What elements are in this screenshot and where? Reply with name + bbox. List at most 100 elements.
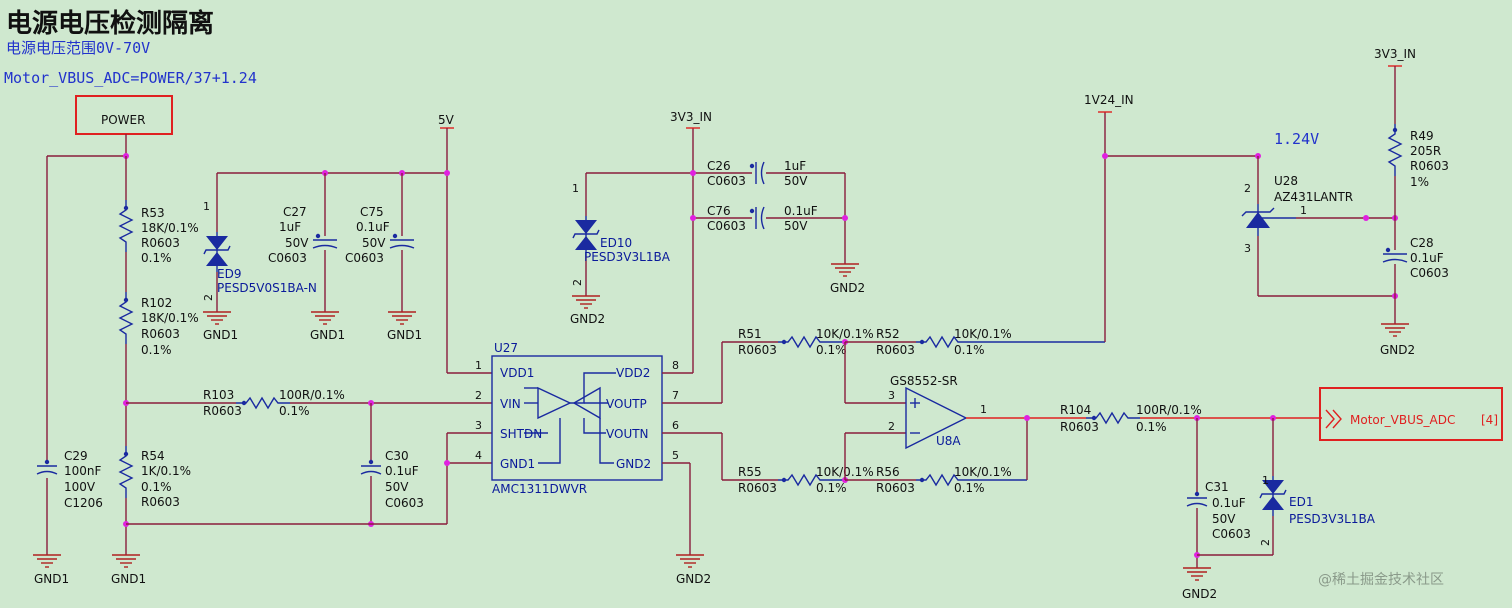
capacitor-c27[interactable]	[312, 233, 338, 249]
net-3v3-left: 3V3_IN	[670, 110, 712, 124]
ed1-pin1: 1	[1262, 474, 1269, 487]
ed10-ref: ED10	[600, 236, 632, 250]
r53-tolerance: 0.1%	[141, 251, 172, 265]
c26-value: 1uF	[784, 159, 806, 173]
u27-pin-voutn: VOUTN	[606, 427, 649, 441]
c75-package: C0603	[345, 251, 384, 265]
r104-value: 100R/0.1%	[1136, 403, 1202, 417]
resistor-r51[interactable]	[778, 335, 845, 349]
gnd2-label: GND2	[676, 572, 711, 586]
gnd1-label: GND1	[387, 328, 422, 342]
resistor-r56[interactable]	[916, 473, 1027, 487]
capacitor-c30[interactable]	[360, 459, 382, 475]
r102-ref: R102	[141, 296, 172, 310]
c27-value: 1uF	[279, 220, 301, 234]
port-sheet-ref: [4]	[1481, 413, 1498, 427]
r52-value: 10K/0.1%	[954, 327, 1012, 341]
u27-pinnum-7: 7	[672, 389, 679, 402]
junction	[1363, 215, 1369, 221]
r54-package: R0603	[141, 495, 180, 509]
tvs-diode-ed9[interactable]	[203, 232, 231, 272]
r55-ref: R55	[738, 465, 762, 479]
resistor-r52[interactable]	[916, 335, 1105, 349]
watermark-text: @稀土掘金技术社区	[1318, 572, 1444, 588]
c29-package: C1206	[64, 496, 103, 510]
output-port-motor-vbus-adc[interactable]	[1319, 387, 1503, 441]
c30-ref: C30	[385, 449, 409, 463]
gnd2-label: GND2	[1380, 343, 1415, 357]
u27-pin-vdd1: VDD1	[500, 366, 534, 380]
gnd2-label: GND2	[570, 312, 605, 326]
u8a-ref: U8A	[936, 434, 961, 448]
resistor-r54[interactable]	[118, 446, 134, 498]
c28-value: 0.1uF	[1410, 251, 1444, 265]
ground-symbol	[111, 554, 141, 568]
c27-voltage: 50V	[285, 236, 309, 250]
shunt-regulator-u28[interactable]	[1241, 204, 1296, 236]
c28-ref: C28	[1410, 236, 1434, 250]
ed9-part: PESD5V0S1BA-N	[217, 281, 317, 295]
resistor-r102[interactable]	[118, 292, 134, 344]
c29-value: 100nF	[64, 464, 102, 478]
tvs-diode-ed10[interactable]	[572, 216, 600, 256]
r53-ref: R53	[141, 206, 165, 220]
r54-ref: R54	[141, 449, 165, 463]
resistor-r53[interactable]	[118, 200, 134, 252]
c28-package: C0603	[1410, 266, 1449, 280]
note-adc-formula: Motor_VBUS_ADC=POWER/37+1.24	[4, 69, 257, 87]
capacitor-c26[interactable]	[749, 161, 765, 185]
c26-ref: C26	[707, 159, 731, 173]
r102-package: R0603	[141, 327, 180, 341]
u27-pin-gnd1: GND1	[500, 457, 535, 471]
u27-pin-voutp: VOUTP	[606, 397, 647, 411]
gnd2-label: GND2	[830, 281, 865, 295]
opamp-u8a[interactable]	[905, 386, 968, 450]
net-motor-vbus-adc: Motor_VBUS_ADC	[1350, 413, 1455, 427]
capacitor-c29[interactable]	[36, 459, 58, 475]
junction	[1102, 153, 1108, 159]
c31-voltage: 50V	[1212, 512, 1236, 526]
power-label-box	[75, 95, 173, 135]
ground-symbol	[1182, 567, 1212, 581]
u8a-pin1: 1	[980, 403, 987, 416]
c29-ref: C29	[64, 449, 88, 463]
capacitor-c31[interactable]	[1186, 491, 1208, 507]
capacitor-c28[interactable]	[1382, 247, 1408, 263]
ed10-part: PESD3V3L1BA	[584, 250, 671, 264]
u28-ref: U28	[1274, 174, 1298, 188]
page-title: 电源电压检测隔离	[6, 8, 214, 39]
capacitor-c76[interactable]	[749, 206, 765, 230]
capacitor-c75[interactable]	[389, 233, 415, 249]
c76-voltage: 50V	[784, 219, 808, 233]
r56-package: R0603	[876, 481, 915, 495]
u28-pin2: 2	[1244, 182, 1251, 195]
ic-u27[interactable]	[491, 355, 663, 481]
r104-ref: R104	[1060, 403, 1091, 417]
r102-tolerance: 0.1%	[141, 343, 172, 357]
junction	[444, 460, 450, 466]
tvs-diode-ed1[interactable]	[1259, 476, 1287, 516]
c27-package: C0603	[268, 251, 307, 265]
c75-ref: C75	[360, 205, 384, 219]
resistor-r49[interactable]	[1387, 124, 1403, 176]
r53-package: R0603	[141, 236, 180, 250]
u27-pinnum-8: 8	[672, 359, 679, 372]
u27-pinnum-5: 5	[672, 449, 679, 462]
junction	[690, 215, 696, 221]
ed10-pin1: 1	[572, 182, 579, 195]
net-3v3-right: 3V3_IN	[1374, 47, 1416, 61]
u27-pin-shtdn: SHTDN	[500, 427, 542, 441]
u27-ref: U27	[494, 341, 518, 355]
resistor-r103[interactable]	[236, 396, 290, 410]
r54-value: 1K/0.1%	[141, 464, 191, 478]
r52-ref: R52	[876, 327, 900, 341]
resistor-r55[interactable]	[778, 473, 845, 487]
u8a-pin2: 2	[888, 420, 895, 433]
gnd1-label: GND1	[203, 328, 238, 342]
r55-package: R0603	[738, 481, 777, 495]
resistor-r104[interactable]	[1086, 411, 1140, 425]
c30-voltage: 50V	[385, 480, 409, 494]
vref-note: 1.24V	[1274, 130, 1319, 148]
